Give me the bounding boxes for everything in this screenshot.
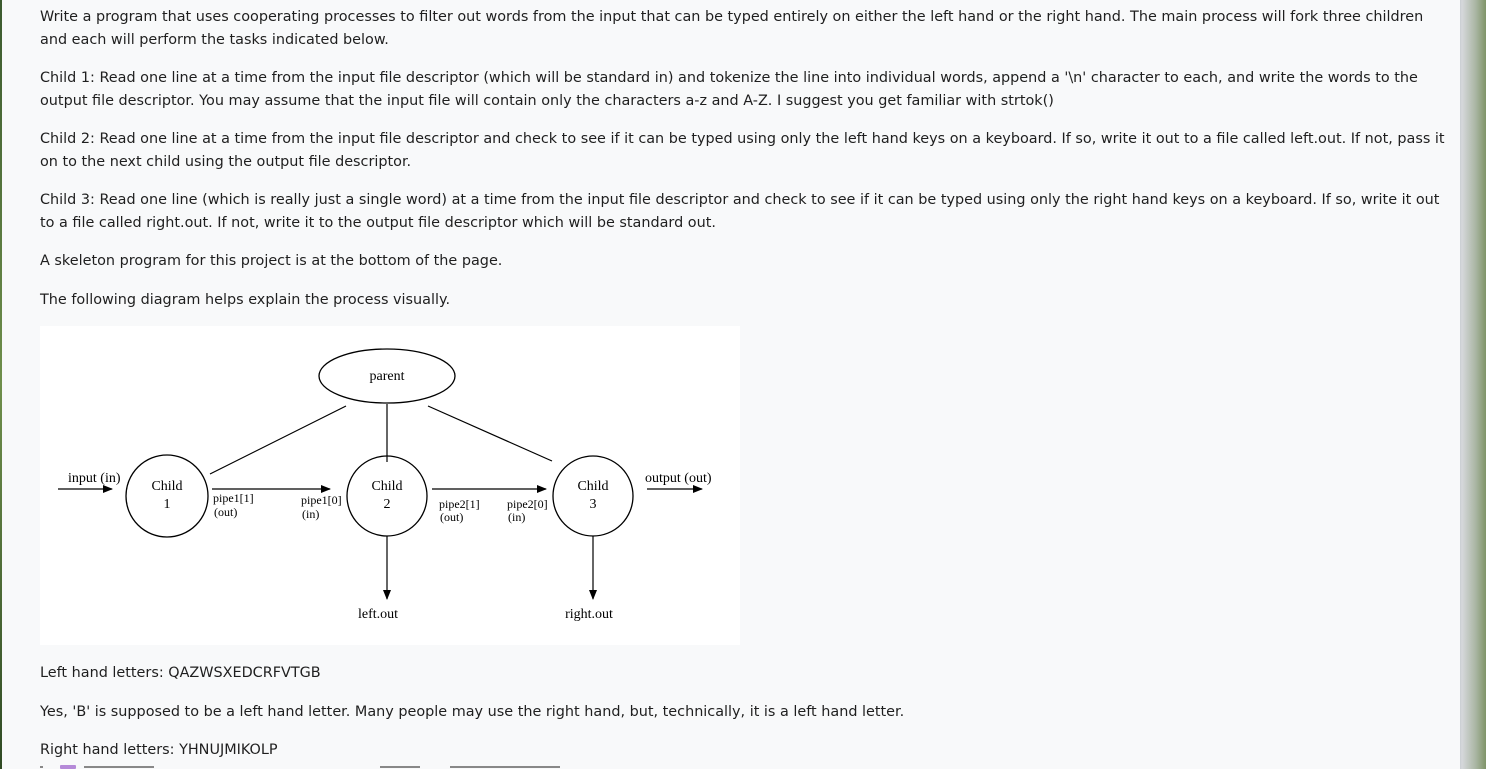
attachment-icon bbox=[60, 765, 76, 769]
diagram-intro: The following diagram helps explain the … bbox=[40, 292, 451, 308]
left-hand-letters: Left hand letters: QAZWSXEDCRFVTGB bbox=[40, 665, 321, 681]
truncated-timestamp bbox=[450, 766, 560, 768]
intro-paragraph: Write a program that uses cooperating pr… bbox=[40, 9, 1424, 48]
pipe1-out-dir: (out) bbox=[214, 505, 237, 519]
window-left-edge bbox=[0, 0, 2, 769]
child1-node bbox=[125, 454, 209, 538]
window-right-edge bbox=[1460, 0, 1486, 769]
pipe1-in-label: pipe1[0] bbox=[301, 493, 342, 507]
parent-to-child3-line bbox=[427, 405, 553, 462]
child2-number: 2 bbox=[384, 497, 391, 512]
pipe2-out-dir: (out) bbox=[440, 510, 463, 524]
parent-label: parent bbox=[370, 369, 405, 384]
parent-to-child1-line bbox=[209, 405, 347, 475]
left-out-label: left.out bbox=[358, 607, 398, 622]
pipe2-in-dir: (in) bbox=[508, 510, 525, 524]
child1-label: Child bbox=[151, 479, 182, 494]
pipe2-in-label: pipe2[0] bbox=[507, 497, 548, 511]
child3-paragraph: Child 3: Read one line (which is really … bbox=[40, 192, 1440, 231]
child2-label: Child bbox=[371, 479, 402, 494]
child3-label: Child bbox=[577, 479, 608, 494]
child3-number: 3 bbox=[590, 497, 597, 512]
right-hand-letters: Right hand letters: YHNUJMIKOLP bbox=[40, 742, 278, 758]
process-diagram: parent Child 1 Child 2 Child 3 input (in… bbox=[40, 326, 740, 645]
child2-paragraph: Child 2: Read one line at a time from th… bbox=[40, 131, 1445, 170]
child1-number: 1 bbox=[164, 497, 171, 512]
pipe2-out-label: pipe2[1] bbox=[439, 497, 480, 511]
pipe1-in-dir: (in) bbox=[302, 507, 319, 521]
b-letter-note: Yes, 'B' is supposed to be a left hand l… bbox=[40, 704, 905, 720]
skeleton-note: A skeleton program for this project is a… bbox=[40, 253, 503, 269]
output-label: output (out) bbox=[645, 471, 712, 486]
parent-node bbox=[318, 348, 456, 404]
child3-node bbox=[552, 455, 634, 537]
truncated-text bbox=[380, 766, 420, 768]
child1-paragraph: Child 1: Read one line at a time from th… bbox=[40, 70, 1418, 109]
list-bullet bbox=[40, 766, 43, 768]
pipe1-out-label: pipe1[1] bbox=[213, 491, 254, 505]
right-out-label: right.out bbox=[565, 607, 613, 622]
process-diagram-svg: parent Child 1 Child 2 Child 3 input (in… bbox=[58, 348, 712, 622]
truncated-text bbox=[84, 766, 154, 768]
next-item-strip bbox=[40, 763, 560, 769]
child2-node bbox=[346, 455, 428, 537]
input-label: input (in) bbox=[68, 471, 121, 486]
